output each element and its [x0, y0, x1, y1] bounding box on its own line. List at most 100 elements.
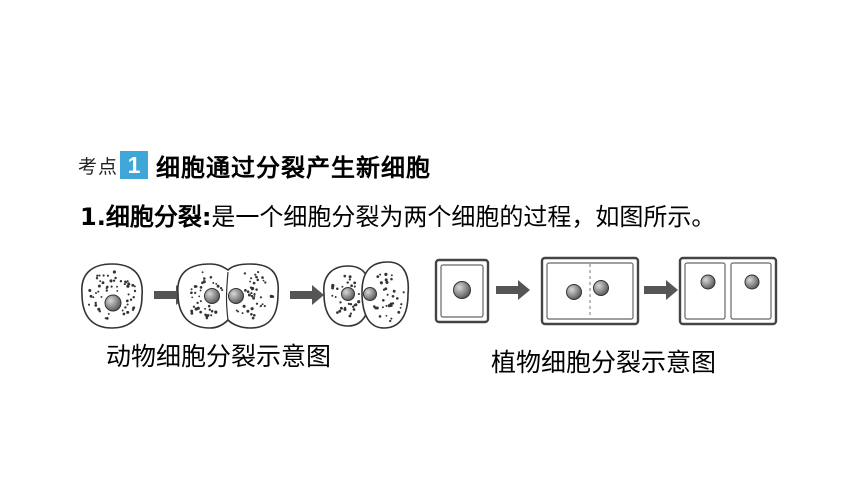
animal-cell-division-icon — [81, 261, 410, 329]
cytoplasm-dot — [89, 294, 93, 298]
cytoplasm-dot — [105, 287, 108, 290]
cytoplasm-dot — [98, 274, 101, 277]
cytoplasm-dot — [261, 303, 264, 306]
definition-text: 是一个细胞分裂为两个细胞的过程，如图所示。 — [211, 203, 716, 231]
cytoplasm-dot — [237, 310, 240, 313]
cytoplasm-dot — [339, 306, 343, 310]
kaodian-number-badge: 1 — [120, 151, 149, 179]
kaodian-label: 考点 — [78, 155, 119, 178]
cytoplasm-dot — [395, 297, 399, 300]
cytoplasm-dot — [385, 304, 388, 307]
cytoplasm-dot — [256, 278, 260, 282]
cytoplasm-dot — [219, 287, 223, 290]
cytoplasm-dot — [121, 309, 124, 312]
cytoplasm-dot — [211, 309, 214, 313]
cytoplasm-dot — [376, 275, 380, 278]
cytoplasm-dot — [191, 296, 194, 299]
cytoplasm-dot — [357, 292, 360, 296]
cytoplasm-dot — [194, 291, 197, 295]
cytoplasm-dot — [334, 296, 337, 298]
cytoplasm-dot — [384, 287, 388, 291]
cytoplasm-dot — [126, 310, 130, 314]
cytoplasm-dot — [122, 312, 126, 316]
cytoplasm-dot — [348, 278, 351, 281]
cytoplasm-dot — [257, 271, 260, 274]
cytoplasm-dot — [235, 309, 238, 312]
cytoplasm-dot — [255, 288, 258, 291]
cytoplasm-dot — [95, 276, 99, 280]
cytoplasm-dot — [391, 302, 395, 305]
cytoplasm-dot — [92, 296, 95, 299]
cytoplasm-dot — [107, 312, 110, 315]
cytoplasm-dot — [385, 314, 388, 317]
cytoplasm-dot — [116, 285, 118, 288]
cytoplasm-dot — [331, 294, 334, 297]
cytoplasm-dot — [190, 288, 193, 291]
cytoplasm-dot — [199, 300, 202, 303]
plant-cell-stage-3 — [678, 256, 778, 326]
animal-cell-stage-3 — [323, 261, 410, 329]
cytoplasm-dot — [97, 290, 100, 293]
cytoplasm-dot — [209, 276, 213, 279]
cytoplasm-dot — [348, 314, 352, 318]
cytoplasm-dot — [124, 280, 127, 283]
cytoplasm-dot — [255, 275, 258, 279]
cytoplasm-dot — [260, 304, 263, 307]
cytoplasm-dot — [343, 306, 347, 309]
plant-cell-stage-1 — [434, 258, 490, 324]
cytoplasm-dot — [250, 292, 253, 295]
cytoplasm-dot — [127, 293, 130, 296]
cytoplasm-dot — [87, 303, 91, 306]
cytoplasm-dot — [102, 274, 105, 277]
cytoplasm-dot — [379, 273, 382, 276]
cytoplasm-dot — [261, 276, 264, 279]
cytoplasm-dot — [341, 285, 344, 288]
cytoplasm-dot — [247, 293, 251, 297]
cytoplasm-dot — [199, 289, 202, 292]
cytoplasm-dot — [386, 293, 389, 296]
cytoplasm-dot — [390, 274, 393, 277]
cytoplasm-dot — [242, 304, 246, 308]
cytoplasm-dot — [105, 317, 109, 320]
cytoplasm-dot — [349, 302, 353, 306]
animal-cell-stage-2 — [177, 263, 279, 329]
cytoplasm-dot — [243, 272, 247, 275]
cytoplasm-dot — [126, 303, 129, 306]
cytoplasm-dot — [123, 283, 126, 286]
section-title: 细胞通过分裂产生新细胞 — [156, 153, 432, 182]
cytoplasm-dot — [131, 283, 135, 287]
cytoplasm-dot — [379, 281, 383, 285]
cytoplasm-dot — [244, 289, 247, 292]
cytoplasm-dot — [397, 310, 401, 314]
cytoplasm-dot — [385, 280, 389, 284]
animal-figure-caption: 动物细胞分裂示意图 — [106, 342, 332, 371]
cytoplasm-dot — [133, 285, 136, 288]
cytoplasm-dot — [348, 275, 352, 279]
cytoplasm-dot — [251, 316, 255, 320]
cytoplasm-dot — [126, 280, 129, 283]
cytoplasm-dot — [259, 296, 263, 299]
cytoplasm-dot — [208, 308, 211, 311]
cytoplasm-dot — [126, 284, 130, 288]
cytoplasm-dot — [351, 305, 355, 309]
cytoplasm-dot — [390, 304, 393, 308]
cytoplasm-dot — [251, 286, 255, 291]
cytoplasm-dot — [241, 312, 244, 315]
cytoplasm-dot — [336, 287, 339, 290]
cytoplasm-dot — [100, 295, 103, 298]
cytoplasm-dot — [109, 279, 113, 283]
cytoplasm-dot — [264, 281, 267, 284]
cytoplasm-dot — [112, 279, 116, 282]
cytoplasm-dot — [343, 274, 347, 278]
cytoplasm-dot — [104, 317, 107, 320]
cytoplasm-dot — [250, 313, 253, 316]
cytoplasm-dot — [347, 302, 350, 305]
cytoplasm-dot — [381, 298, 385, 302]
cytoplasm-dot — [190, 291, 193, 295]
cytoplasm-dot — [204, 307, 207, 310]
cytoplasm-dot — [192, 305, 196, 308]
cytoplasm-dot — [116, 289, 119, 292]
cytoplasm-dot — [353, 281, 357, 285]
cytoplasm-dot — [97, 284, 101, 288]
cytoplasm-dot — [381, 306, 384, 309]
